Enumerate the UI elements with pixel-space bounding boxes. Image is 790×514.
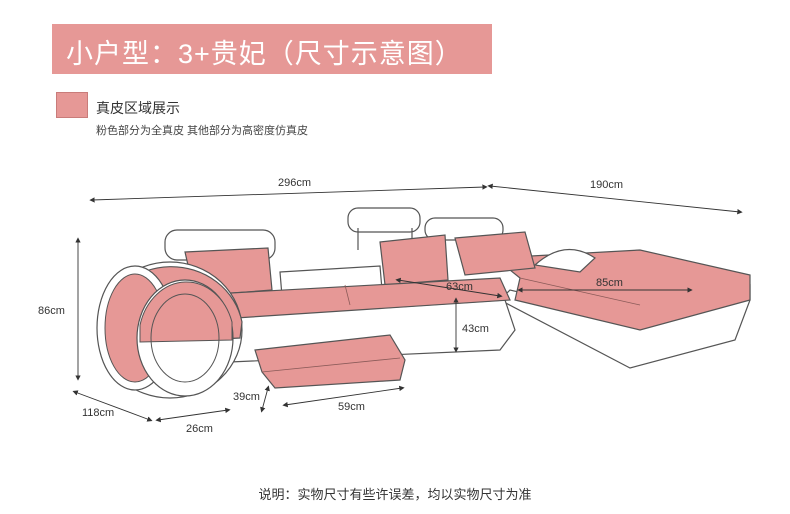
dim-footrest-height: 39cm [233,391,260,403]
page-title: 小户型：3+贵妃（尺寸示意图） [66,39,463,69]
legend-subtitle: 粉色部分为全真皮 其他部分为高密度仿真皮 [96,125,309,137]
sofa-back [164,207,536,297]
dim-length-chaise: 190cm [590,179,623,191]
dim-armrest-width: 26cm [186,423,213,435]
title-banner: 小户型：3+贵妃（尺寸示意图） [52,24,492,74]
dim-armrest-depth: 118cm [82,407,114,419]
dim-height: 86cm [38,305,65,317]
dim-depth-main: 63cm [446,281,473,293]
footrest [254,334,406,389]
footnote: 说明：实物尺寸有些许误差，均以实物尺寸为准 [258,487,532,502]
dim-seat-height: 43cm [462,323,489,335]
dimension-lines [72,183,743,423]
dim-footrest-length: 59cm [338,401,365,413]
leather-swatch [56,92,88,118]
round-armrest [96,261,243,399]
dim-chaise-depth: 85cm [596,277,623,289]
legend-title: 真皮区域展示 [96,100,180,116]
dim-length-main: 296cm [278,177,311,189]
